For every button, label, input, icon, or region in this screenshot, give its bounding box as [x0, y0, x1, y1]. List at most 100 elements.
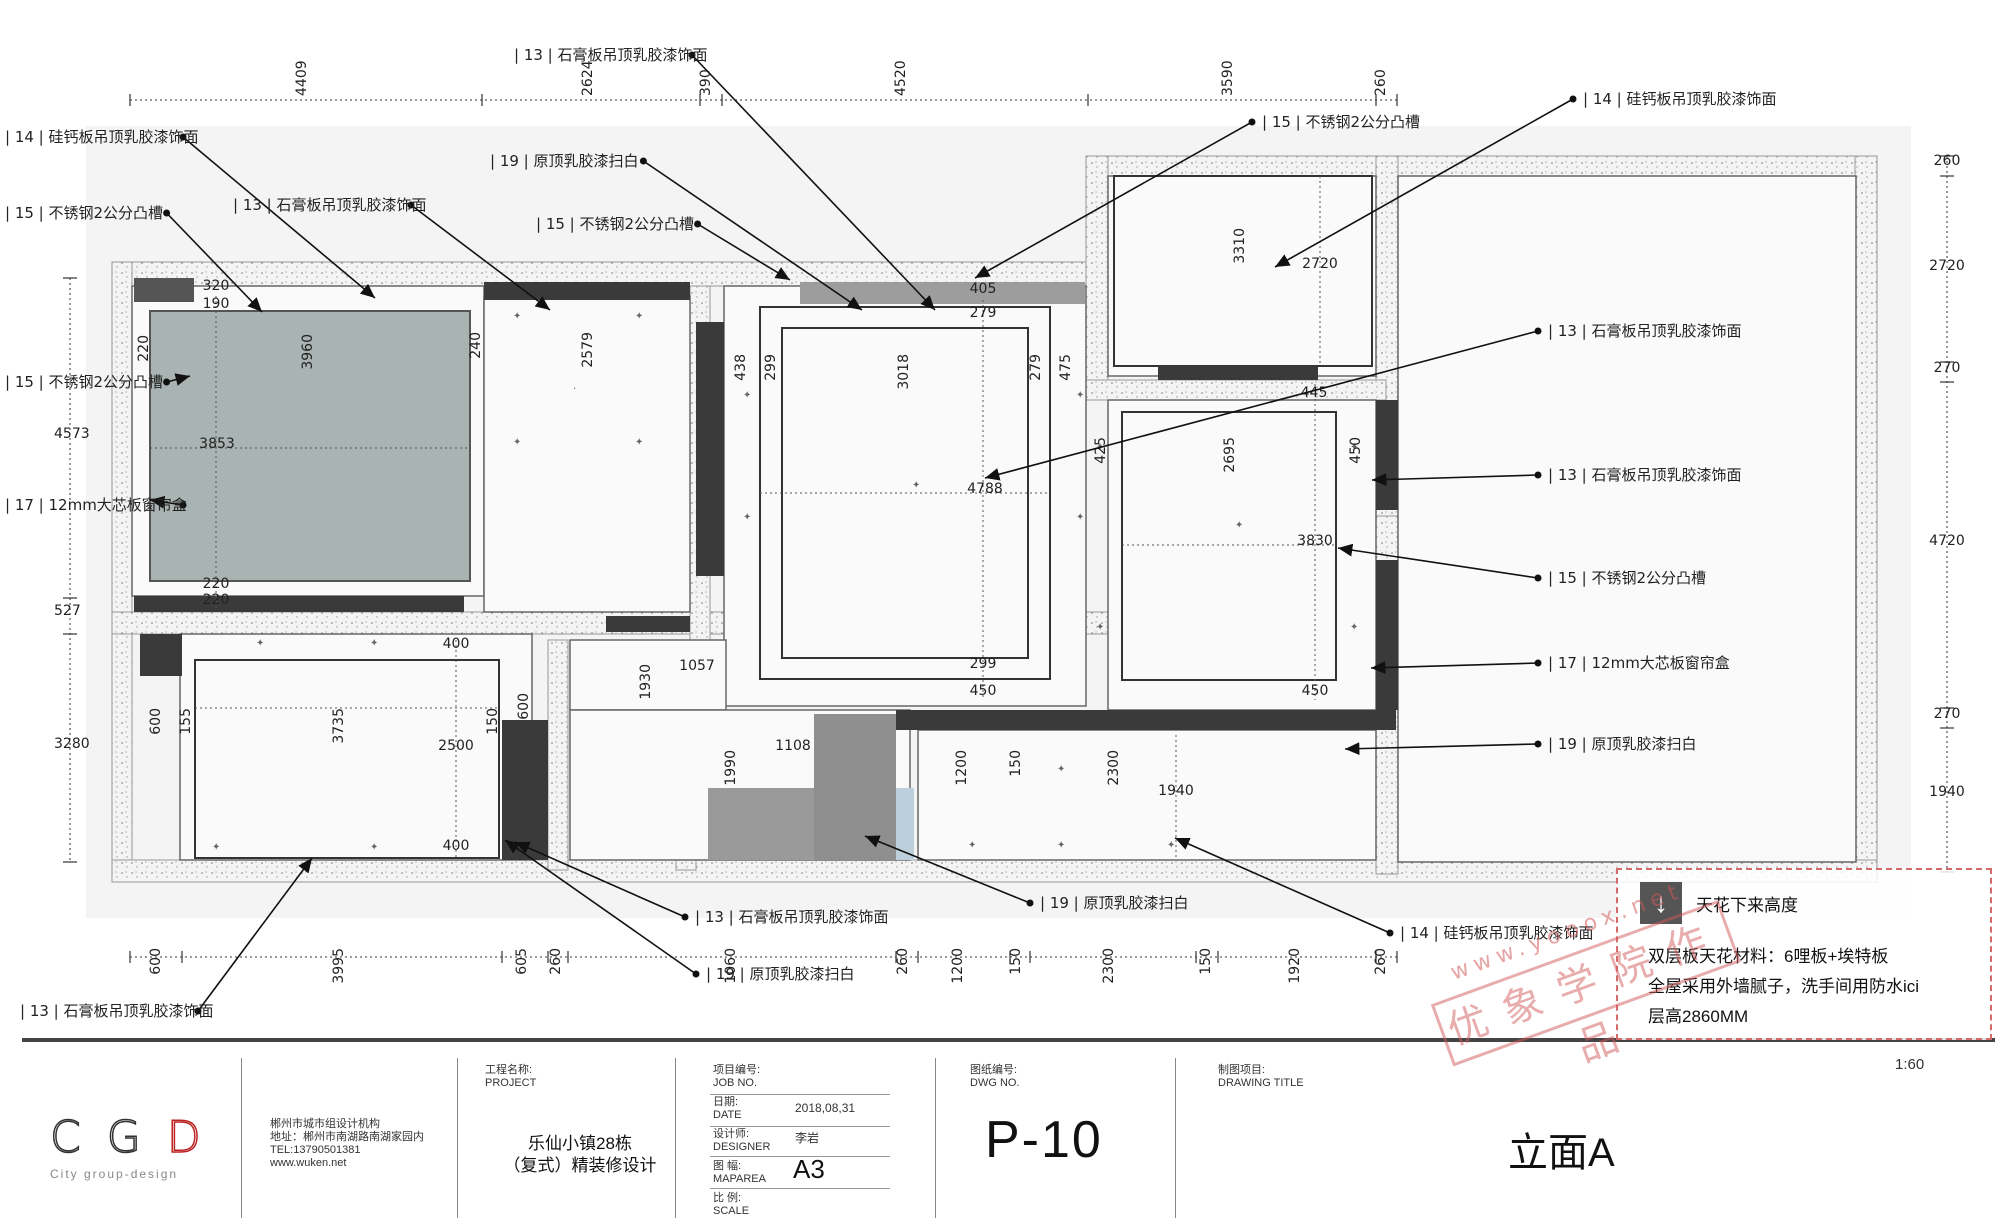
date-label: 日期: DATE [713, 1096, 742, 1122]
callout-label: | 14 | 硅钙板吊顶乳胶漆饰面 [5, 128, 199, 146]
dimension-label: 4520 [893, 60, 909, 96]
wood-trim [134, 278, 194, 302]
callout: | 13 | 石膏板吊顶乳胶漆饰面 [514, 841, 889, 926]
callout-label: | 15 | 不锈钢2公分凸槽 [536, 215, 694, 233]
dimension-label: 2300 [1101, 948, 1117, 984]
dimension-label: 150 [1198, 948, 1214, 975]
dwg-label-en: DWG NO. [970, 1077, 1020, 1089]
dimension-label: 600 [148, 948, 164, 975]
svg-text:✦: ✦ [513, 437, 521, 448]
callout: | 17 | 12mm大芯板窗帘盒 [1370, 654, 1730, 674]
row-line [710, 1156, 890, 1157]
dimension-label: 605 [514, 948, 530, 975]
dimension-label: 299 [763, 354, 779, 381]
notes-title: 天花下来高度 [1696, 895, 1798, 915]
dimension-label: 1057 [679, 658, 715, 674]
dimension-label: 1200 [954, 750, 970, 786]
note-line: 全屋采用外墙腻子，洗手间用防水ici [1648, 977, 1920, 996]
scale-label: 比 例: SCALE [713, 1192, 749, 1218]
dimension-label: 405 [970, 281, 997, 297]
callout: | 14 | 硅钙板吊顶乳胶漆饰面 [1174, 837, 1594, 942]
callout: | 19 | 原顶乳胶漆扫白 [490, 152, 863, 311]
leader-line [691, 54, 936, 311]
dimension-label: 220 [203, 592, 230, 608]
logo-letters: CG [49, 1111, 167, 1164]
leader-line [974, 121, 1253, 279]
dimension-label: 450 [970, 683, 997, 699]
leader-line [514, 841, 686, 918]
separator [1175, 1058, 1176, 1218]
dimension-label: 4573 [54, 426, 90, 442]
map-area-value: A3 [793, 1154, 825, 1184]
dimension-label: 3853 [199, 436, 235, 452]
callout-label: | 15 | 不锈钢2公分凸槽 [5, 373, 163, 391]
svg-text:✦: ✦ [1057, 840, 1065, 851]
ceiling-notes-box: ↓ 天花下来高度 双层板天花材料：6哩板+埃特板 全屋采用外墙腻子，洗手间用防水… [1616, 868, 1992, 1040]
separator [457, 1058, 458, 1218]
dimension-label: 260 [895, 948, 911, 975]
dimension-label: 260 [548, 948, 564, 975]
callout: | 13 | 石膏板吊顶乳胶漆饰面 [1371, 466, 1742, 486]
callout: | 15 | 不锈钢2公分凸槽 [5, 373, 191, 391]
marble-tile [708, 788, 814, 860]
svg-text:✦: ✦ [1350, 622, 1358, 633]
row-line [710, 1126, 890, 1127]
area-label-en: MAPAREA [713, 1173, 766, 1185]
leader-line [984, 330, 1539, 481]
dimension-label: 450 [1348, 437, 1364, 464]
dimension-label: 279 [970, 305, 997, 321]
callout-label: | 19 | 原顶乳胶漆扫白 [1040, 894, 1189, 912]
dimension-label: 1940 [1158, 783, 1194, 799]
dimension-label: 400 [443, 838, 470, 854]
callout-label: | 13 | 石膏板吊顶乳胶漆饰面 [233, 196, 427, 214]
dimension-label: 150 [485, 708, 501, 735]
dimension-label: 1990 [723, 750, 739, 786]
leader-line [1371, 473, 1539, 486]
callout: | 13 | 石膏板吊顶乳胶漆饰面 [514, 46, 936, 311]
drawing-title-value: 立面A [1508, 1131, 1615, 1175]
leader-line [504, 839, 697, 975]
dimension-label: 1060 [723, 948, 739, 984]
title-label-cn: 制图项目: [1218, 1064, 1266, 1076]
left-dimension-ticks [63, 277, 77, 863]
down-arrow-icon: ↓ [1640, 882, 1682, 924]
dimension-label: 2579 [580, 332, 596, 368]
dimension-label: 3960 [300, 334, 316, 370]
svg-text:✦: ✦ [1350, 442, 1358, 453]
map-area-label: 图 幅: MAPAREA [713, 1160, 766, 1186]
dimension-label: 2695 [1222, 437, 1238, 473]
callout: | 15 | 不锈钢2公分凸槽 [536, 215, 791, 281]
separator [935, 1058, 936, 1218]
date-value: 2018,08,31 [795, 1101, 856, 1115]
dimension-label: 2720 [1302, 256, 1338, 272]
dimension-label: 3310 [1232, 228, 1248, 264]
designer-label-cn: 设计师: [713, 1128, 750, 1140]
callout-label: | 13 | 石膏板吊顶乳胶漆饰面 [1548, 466, 1742, 484]
dimension-label: 600 [516, 693, 532, 720]
dimension-label: 190 [203, 296, 230, 312]
leader-line [642, 160, 863, 311]
dimension-label: 3995 [331, 948, 347, 984]
callout: | 17 | 12mm大芯板窗帘盒 [5, 495, 187, 514]
leader-line [149, 495, 184, 509]
callout: | 13 | 石膏板吊顶乳胶漆饰面 [984, 322, 1742, 481]
leader-line [1344, 742, 1539, 756]
company-logo: CGD City group-design [49, 1111, 240, 1202]
dimension-label: 299 [970, 656, 997, 672]
leader-line [197, 857, 313, 1012]
leader-line [182, 136, 376, 299]
dimension-label: 4720 [1929, 533, 1965, 549]
dimension-label: 2500 [438, 738, 474, 754]
svg-text:✦: ✦ [1096, 622, 1104, 633]
svg-text:✦: ✦ [968, 840, 976, 851]
leader-line [410, 204, 551, 311]
dimension-label: 390 [698, 69, 714, 96]
marble-tile [814, 714, 896, 860]
svg-text:✦: ✦ [1057, 764, 1065, 775]
designer-label: 设计师: DESIGNER [713, 1128, 770, 1154]
skylight-panel [149, 310, 471, 582]
marble-band [800, 282, 1085, 304]
note-line: 双层板天花材料：6哩板+埃特板 [1648, 947, 1889, 966]
